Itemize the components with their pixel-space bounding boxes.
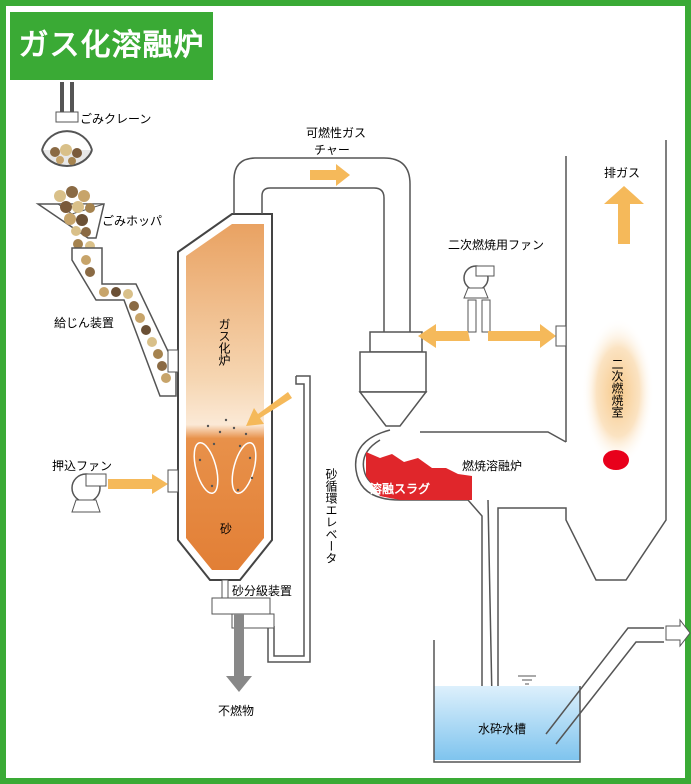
push-air-arrow (108, 474, 168, 494)
slag-mass (366, 452, 472, 500)
secondary-air-arrows (418, 299, 556, 348)
gas-flow-arrow (310, 164, 350, 186)
water-tank-icon (433, 640, 581, 763)
melting-furnace-label: 燃焼溶融炉 (462, 459, 523, 473)
conveyor-icon (545, 627, 664, 745)
secondary-fan-label: 二次燃焼用ファン (448, 238, 545, 252)
output-arrow (665, 618, 691, 648)
secondary-chamber-label: 二次燃焼室 (610, 358, 624, 418)
incombustibles-label: 不燃物 (218, 704, 255, 718)
slag-label: 溶融スラグ (370, 482, 431, 496)
burner-flame (603, 450, 629, 470)
char-label: チャー (314, 143, 350, 157)
push-fan-label: 押込ファン (52, 459, 113, 473)
elevator-label: 砂循環エレベータ (324, 468, 338, 564)
gasifier-label: ガス化炉 (217, 318, 231, 366)
hopper-label: ごみホッパ (102, 214, 163, 228)
crane-icon (41, 82, 93, 167)
exhaust-label: 排ガス (604, 166, 641, 180)
crane-label: ごみクレーン (80, 112, 152, 126)
sand-elevator (267, 375, 311, 663)
exhaust-arrow-head (604, 186, 644, 204)
sand-sorter-label: 砂分級装置 (232, 584, 293, 598)
secondary-chamber-glow (582, 318, 654, 466)
secondary-fan-icon (463, 265, 495, 299)
cyclone-icon (358, 331, 428, 427)
sand-return-arrow (246, 392, 292, 426)
water-tank-label: 水砕水槽 (478, 722, 527, 736)
page-title: ガス化溶融炉 (10, 12, 213, 80)
feeder-chute (71, 247, 177, 397)
push-fan-icon (71, 473, 107, 513)
sand-label: 砂 (220, 522, 233, 536)
hopper-icon (35, 186, 105, 251)
combustible-gas-label: 可燃性ガス (306, 126, 367, 140)
exhaust-arrow-shaft (618, 200, 630, 244)
incombustibles-arrow (226, 614, 252, 692)
gas-duct (233, 157, 411, 332)
gasifier-furnace (167, 213, 273, 581)
feeder-label: 給じん装置 (54, 316, 115, 330)
